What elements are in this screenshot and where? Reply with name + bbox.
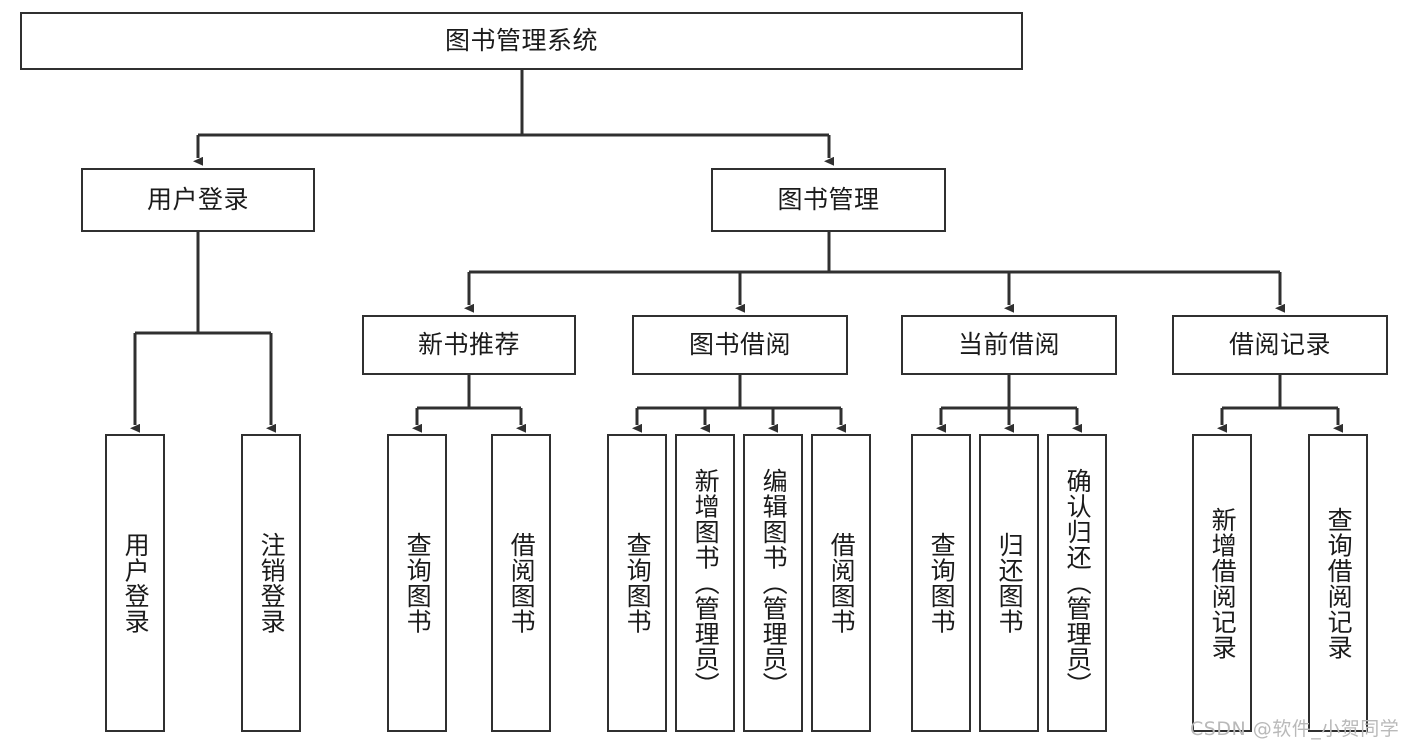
- node-label: 用户登录: [121, 532, 151, 634]
- node-book-borrow[interactable]: 图书借阅: [632, 315, 848, 375]
- node-label: 注销登录: [257, 532, 287, 634]
- node-label: 新增借阅记录: [1208, 506, 1238, 660]
- node-label: 归还图书: [995, 532, 1025, 634]
- node-label: 新书推荐: [417, 330, 520, 360]
- leaf-edit-book[interactable]: 编辑图书（管理员）: [743, 434, 803, 732]
- node-label: 查询借阅记录: [1324, 506, 1354, 660]
- node-label: 编辑图书（管理员）: [759, 468, 789, 698]
- leaf-query-book-recommend[interactable]: 查询图书: [387, 434, 447, 732]
- node-book-manage[interactable]: 图书管理: [711, 168, 946, 232]
- leaf-add-borrow-record[interactable]: 新增借阅记录: [1192, 434, 1252, 732]
- node-new-book-recommend[interactable]: 新书推荐: [362, 315, 576, 375]
- node-label: 用户登录: [146, 185, 249, 215]
- leaf-return-book[interactable]: 归还图书: [979, 434, 1039, 732]
- node-label: 图书借阅: [688, 330, 791, 360]
- node-label: 当前借阅: [957, 330, 1060, 360]
- leaf-query-borrow-record[interactable]: 查询借阅记录: [1308, 434, 1368, 732]
- csdn-watermark: CSDN @软件_小贺同学: [1190, 718, 1400, 740]
- leaf-query-book-borrow[interactable]: 查询图书: [607, 434, 667, 732]
- node-label: 借阅图书: [507, 532, 537, 634]
- node-label: 查询图书: [623, 532, 653, 634]
- leaf-borrow-book-recommend[interactable]: 借阅图书: [491, 434, 551, 732]
- node-label: 确认归还（管理员）: [1063, 468, 1093, 698]
- node-current-borrow[interactable]: 当前借阅: [901, 315, 1117, 375]
- leaf-add-book[interactable]: 新增图书（管理员）: [675, 434, 735, 732]
- node-book-management-system[interactable]: 图书管理系统: [20, 12, 1023, 70]
- leaf-borrow-book[interactable]: 借阅图书: [811, 434, 871, 732]
- leaf-confirm-return[interactable]: 确认归还（管理员）: [1047, 434, 1107, 732]
- node-label: 新增图书（管理员）: [691, 468, 721, 698]
- leaf-user-login[interactable]: 用户登录: [105, 434, 165, 732]
- node-label: 图书管理: [777, 185, 880, 215]
- node-label: 借阅图书: [827, 532, 857, 634]
- node-label: 查询图书: [927, 532, 957, 634]
- node-label: 查询图书: [403, 532, 433, 634]
- node-label: 借阅记录: [1228, 330, 1331, 360]
- node-borrow-record[interactable]: 借阅记录: [1172, 315, 1388, 375]
- node-label: 图书管理系统: [444, 26, 598, 56]
- node-user-login[interactable]: 用户登录: [81, 168, 315, 232]
- leaf-logout-login[interactable]: 注销登录: [241, 434, 301, 732]
- leaf-query-book-current[interactable]: 查询图书: [911, 434, 971, 732]
